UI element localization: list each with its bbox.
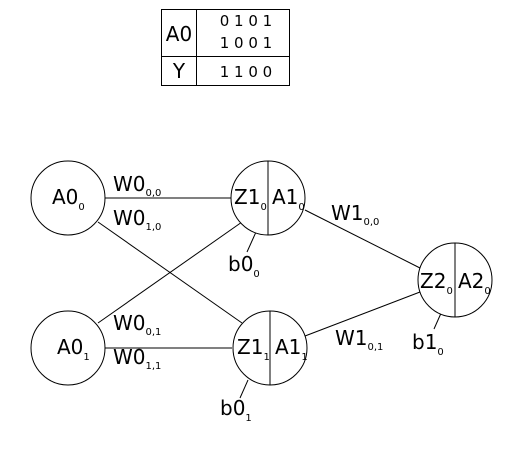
truth-table-output-label: Y [172,59,186,83]
node-output-a-label: A20 [458,269,491,297]
edge-bias-b0-0 [246,231,257,253]
edge-w1-01 [304,291,421,337]
edge-bias-b0-1 [239,379,249,399]
bias-b0-1-label: b01 [220,396,252,424]
node-dividers [267,161,456,385]
node-a0-1-label: A01 [57,335,90,363]
node-a0-0-label: A00 [52,185,85,213]
node-output-z-label: Z20 [420,269,453,297]
truth-table-border [161,9,290,86]
node-a0-0 [30,160,106,236]
bias-b1-0-label: b10 [412,330,444,358]
weight-w0-00-label: W00,0 [113,172,161,199]
node-hidden-1-a-label: A11 [275,335,308,363]
node-hidden-1-z-label: Z11 [237,335,270,363]
truth-table-input-bits-row-1: 0 1 0 1 [220,12,272,30]
node-a0-1 [30,310,106,386]
truth-table: A0 0 1 0 1 1 0 0 1 Y 1 1 0 0 [161,9,290,86]
node-hidden-0-a-label: A10 [272,185,305,213]
truth-table-input-bits-row-2: 1 0 0 1 [220,34,272,52]
edge-w1-00 [304,209,421,269]
truth-table-input-label: A0 [166,22,192,46]
bias-b0-0-label: b00 [228,252,260,280]
weight-w0-11-label: W01,1 [113,345,161,372]
weight-w0-01-label: W00,1 [113,311,161,338]
weight-w1-00-label: W10,0 [331,201,379,228]
weight-w0-10-label: W01,0 [113,206,161,233]
edge-w0-01 [97,221,243,324]
node-hidden-0-z-label: Z10 [234,185,267,213]
truth-table-output-bits: 1 1 0 0 [220,63,272,81]
connections [97,197,443,399]
weight-w1-01-label: W10,1 [335,326,383,353]
